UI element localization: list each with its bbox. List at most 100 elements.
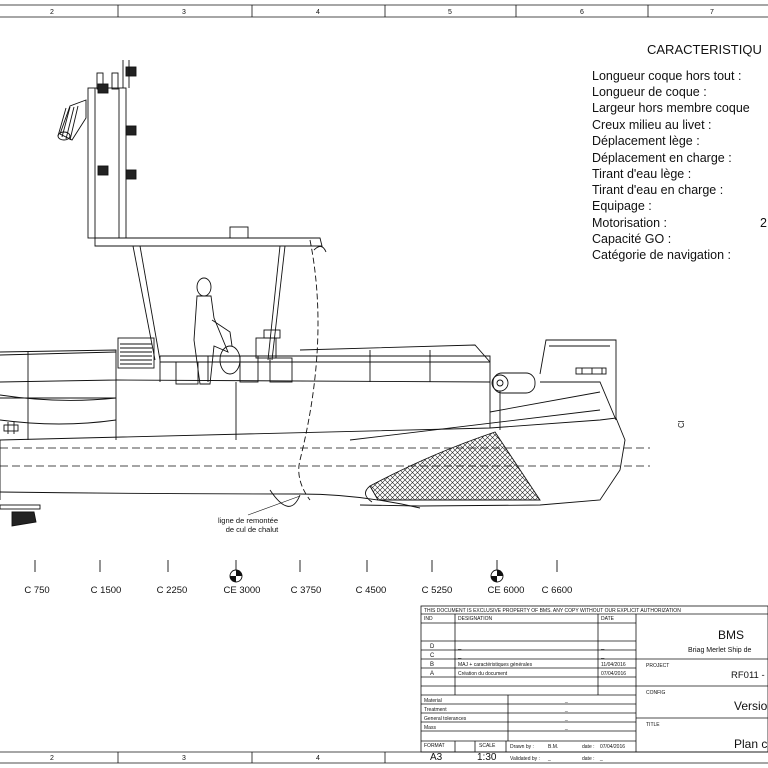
revision-rows: D _ _ C _ _ B MAJ + caractéristiques gén… (430, 644, 626, 677)
station-label: C 3750 (291, 585, 322, 596)
station-label: C 5250 (422, 585, 453, 596)
zone-label: 7 (710, 9, 714, 16)
validated-by-label: Validated by : (510, 756, 540, 762)
column-designation: DESIGNATION (458, 616, 492, 622)
zone-label: 3 (182, 9, 186, 16)
boat-profile (0, 60, 650, 527)
spec-line: Largeur hors membre coque (592, 101, 750, 115)
center-of-effort-marks (229, 569, 504, 583)
spec-line: Equipage : (592, 199, 652, 213)
revision-date: 07/04/2016 (601, 671, 626, 677)
title-block: THIS DOCUMENT IS EXCLUSIVE PROPERTY OF B… (420, 605, 768, 763)
revision-designation: _ (457, 644, 462, 650)
spec-line: Tirant d'eau lège : (592, 167, 691, 181)
property-label: Material (424, 698, 442, 704)
spec-line: Motorisation : (592, 216, 667, 230)
revision-ind: B (430, 662, 434, 668)
revision-designation: MAJ + caractéristiques générales (458, 662, 533, 668)
station-label: C 6600 (542, 585, 573, 596)
annotation-line-1: ligne de remontée (218, 516, 278, 525)
company-name: BMS (718, 628, 744, 642)
spec-line: Catégorie de navigation : (592, 248, 731, 262)
mast-lamp (57, 99, 87, 141)
column-date: DATE (601, 616, 615, 622)
revision-row: D _ _ (430, 644, 605, 650)
project-value: RF011 - (731, 670, 765, 681)
scale-label: SCALE (479, 743, 496, 749)
station-label: C 4500 (356, 585, 387, 596)
title-value: Plan c (734, 737, 767, 751)
config-value: Versio (734, 699, 768, 713)
column-ind: IND (424, 616, 433, 622)
wheelhouse-roof (94, 226, 327, 361)
trawl-net (269, 239, 541, 507)
hull (0, 380, 626, 509)
scale-value: 1:30 (477, 752, 497, 763)
property-value: _ (564, 725, 568, 731)
property-rows: Material _ Treatment _ General tolerance… (424, 698, 568, 731)
zone-labels-top: 2 3 4 5 6 7 (50, 9, 714, 16)
revision-row: A Création du document 07/04/2016 (430, 671, 626, 677)
zone-label: 3 (182, 755, 186, 762)
validated-date: _ (599, 756, 603, 762)
company-full-name: Briag Merlet Ship de (688, 647, 752, 654)
property-value: _ (564, 707, 568, 713)
station-ticks (34, 560, 558, 572)
station-labels: C 750 C 1500 C 2250 CE 3000 C 3750 C 450… (24, 585, 572, 596)
title-label: TITLE (646, 722, 660, 728)
ce-marker (229, 569, 243, 583)
revision-ind: D (430, 644, 435, 650)
revision-ind: A (430, 671, 434, 677)
property-label: General tolerances (424, 716, 467, 722)
property-label: Treatment (424, 707, 447, 713)
spec-line: Creux milieu au livet : (592, 118, 712, 132)
hull-fittings (3, 422, 19, 434)
spec-line: Déplacement lège : (592, 134, 700, 148)
revision-designation: _ (457, 653, 462, 659)
format-label: FORMAT (424, 743, 445, 749)
spec-line: Tirant d'eau en charge : (592, 183, 723, 197)
specifications-title: CARACTERISTIQU (647, 42, 762, 57)
station-label: C 750 (24, 585, 49, 596)
station-label: CE 3000 (224, 585, 261, 596)
annotation-line-2: de cul de chalut (226, 525, 279, 534)
spec-line: Longueur coque hors tout : (592, 69, 741, 83)
motorisation-value: 2 (760, 216, 767, 230)
revision-date: _ (600, 653, 605, 659)
mast (87, 60, 137, 239)
revision-row: B MAJ + caractéristiques générales 11/04… (430, 662, 626, 668)
vent-box (117, 337, 155, 369)
spec-line: Capacité GO : (592, 232, 671, 246)
config-label: CONFIG (646, 690, 666, 696)
project-label: PROJECT (646, 663, 669, 669)
zone-label: 6 (580, 9, 584, 16)
zone-label: 5 (448, 9, 452, 16)
specifications-block: CARACTERISTIQU Longueur coque hors tout … (592, 42, 767, 262)
propeller (0, 504, 41, 527)
trawl-roller (491, 372, 536, 430)
property-value: _ (564, 716, 568, 722)
crew-figure (193, 277, 241, 385)
spec-line: Déplacement en charge : (592, 151, 732, 165)
station-label: CE 6000 (488, 585, 525, 596)
station-label: C 2250 (157, 585, 188, 596)
drawing-frame (0, 4, 768, 764)
drawn-by-label: Drawn by : (510, 744, 534, 750)
station-label: C 1500 (91, 585, 122, 596)
validated-by-value: _ (547, 756, 551, 762)
bow-structure (539, 339, 617, 420)
zone-labels-bottom: 2 3 4 (50, 755, 320, 762)
zone-label: 4 (316, 755, 320, 762)
revision-date: _ (600, 644, 605, 650)
drawn-date: 07/04/2016 (600, 744, 625, 750)
revision-designation: Création du document (458, 671, 508, 677)
zone-label: 4 (316, 9, 320, 16)
revision-row: C _ _ (430, 653, 605, 659)
drawn-by-value: B.M. (548, 744, 558, 750)
spec-line: Longueur de coque : (592, 85, 707, 99)
validated-date-label: date : (582, 756, 595, 762)
zone-label: 2 (50, 9, 54, 16)
trawl-annotation: ligne de remontée de cul de chalut (218, 516, 279, 534)
property-label: Mass (424, 725, 436, 731)
